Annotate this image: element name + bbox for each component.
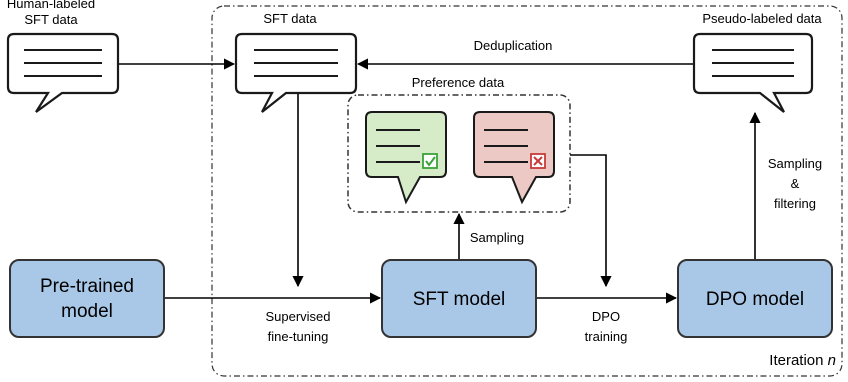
human-sft-label-2: SFT data — [24, 12, 78, 27]
human-sft-document-icon — [6, 32, 120, 113]
check-icon — [422, 153, 438, 169]
deduplication-label: Deduplication — [474, 38, 553, 53]
sft-data-label: SFT data — [263, 11, 317, 26]
cross-icon — [530, 153, 546, 169]
iteration-label: Iteration n — [769, 352, 836, 369]
supervised-ft-label-1: Supervised — [265, 309, 330, 324]
preference-data-frame — [347, 94, 571, 213]
supervised-ft-label-2: fine-tuning — [268, 329, 329, 344]
dpo-model-label: DPO model — [706, 289, 804, 310]
sft-data-document-icon — [234, 32, 358, 113]
pretrained-model-label-1: Pre-trained — [40, 276, 134, 297]
sft-model-box: SFT model — [381, 259, 537, 338]
dpo-model-box: DPO model — [677, 259, 833, 338]
preference-data-label: Preference data — [412, 75, 505, 90]
dpo-training-label-1: DPO — [592, 309, 620, 324]
sampling-label: Sampling — [470, 230, 524, 245]
sampling-filtering-label-3: filtering — [774, 196, 816, 211]
pretrained-model-label-2: model — [61, 301, 113, 322]
sampling-filtering-label-2: & — [791, 176, 800, 191]
iteration-label-var: n — [828, 352, 836, 369]
pretrained-model-box: Pre-trained model — [9, 259, 165, 338]
iteration-frame — [211, 5, 843, 377]
preferred-response-document-icon — [365, 111, 447, 205]
pseudo-labeled-label: Pseudo-labeled data — [702, 11, 822, 26]
sampling-filtering-label-1: Sampling — [768, 156, 822, 171]
flow-arrows — [119, 58, 761, 304]
iteration-label-prefix: Iteration — [769, 352, 827, 369]
human-sft-label-1: Human-labeled — [7, 0, 95, 11]
arrow-preference-to-dpo — [570, 154, 612, 288]
rejected-response-document-icon — [473, 111, 555, 205]
sft-model-label: SFT model — [413, 289, 506, 310]
pseudo-labeled-document-icon — [692, 32, 814, 113]
dpo-training-label-2: training — [585, 329, 628, 344]
